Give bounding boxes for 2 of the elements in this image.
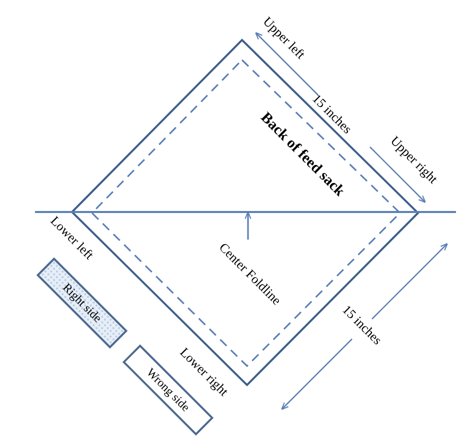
center-foldline bbox=[35, 211, 456, 212]
leader-arrow bbox=[244, 211, 252, 240]
